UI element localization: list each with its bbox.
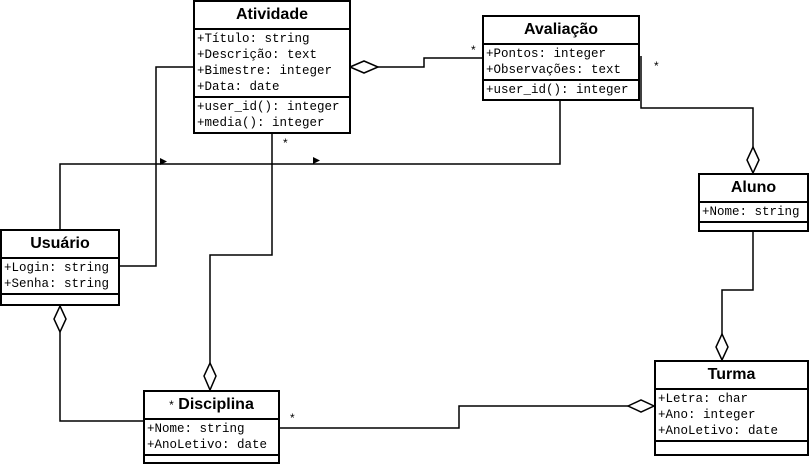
attributes-section: +Pontos: integer +Observações: text	[484, 45, 638, 79]
assoc-avaliacao-aluno	[640, 56, 754, 147]
methods-section	[700, 221, 807, 229]
aggregation-diamond-usuario	[53, 304, 67, 334]
attribute: +AnoLetivo: date	[147, 438, 268, 452]
aggregation-diamond-aluno	[746, 145, 760, 175]
attribute: +Nome: string	[702, 205, 800, 219]
class-name: Atividade	[195, 2, 349, 30]
assoc-usuario-atividade	[119, 66, 193, 267]
assoc-usuario-avaliacao	[59, 100, 561, 230]
class-atividade[interactable]: Atividade +Título: string +Descrição: te…	[193, 0, 351, 134]
methods-section: +user_id(): integer	[484, 79, 638, 99]
class-disciplina[interactable]: * Disciplina +Nome: string +AnoLetivo: d…	[143, 390, 280, 464]
attribute: +Senha: string	[4, 277, 110, 291]
class-usuario[interactable]: Usuário +Login: string +Senha: string	[0, 229, 120, 306]
attributes-section: +Letra: char +Ano: integer +AnoLetivo: d…	[656, 390, 807, 440]
assoc-usuario-disciplina	[59, 332, 143, 422]
class-name: Avaliação	[484, 17, 638, 45]
attribute: +Título: string	[197, 32, 310, 46]
method: +user_id(): integer	[197, 100, 340, 114]
methods-section: +user_id(): integer +media(): integer	[195, 96, 349, 132]
assoc-atividade-disciplina	[209, 134, 273, 363]
multiplicity-atividade-avaliacao: *	[471, 43, 476, 57]
attribute: +Observações: text	[486, 63, 622, 77]
attribute: +Descrição: text	[197, 48, 318, 62]
attributes-section: +Nome: string	[700, 203, 807, 221]
method: +media(): integer	[197, 116, 325, 130]
aggregation-diamond-turma-left	[626, 399, 656, 413]
attribute: +Login: string	[4, 261, 110, 275]
aggregation-diamond-disciplina	[203, 361, 217, 392]
methods-section	[145, 454, 278, 462]
methods-section	[656, 440, 807, 448]
assoc-atividade-avaliacao	[378, 57, 482, 68]
class-name: Turma	[656, 362, 807, 390]
class-aluno[interactable]: Aluno +Nome: string	[698, 173, 809, 232]
direction-arrow-2	[313, 157, 320, 164]
multiplicity-disciplina-usuario: *	[169, 398, 174, 412]
attributes-section: +Login: string +Senha: string	[2, 259, 118, 293]
attribute: +Pontos: integer	[486, 47, 607, 61]
multiplicity-avaliacao-aluno: *	[654, 59, 659, 73]
attributes-section: +Nome: string +AnoLetivo: date	[145, 420, 278, 454]
class-name: Aluno	[700, 175, 807, 203]
method: +user_id(): integer	[486, 83, 629, 97]
attribute: +Ano: integer	[658, 408, 756, 422]
assoc-aluno-turma	[721, 232, 754, 334]
methods-section	[2, 293, 118, 301]
aggregation-diamond-turma	[715, 332, 729, 362]
attribute: +Letra: char	[658, 392, 749, 406]
assoc-disciplina-turma	[279, 405, 628, 429]
multiplicity-disciplina-turma: *	[290, 411, 295, 425]
aggregation-diamond-atividade	[348, 60, 380, 74]
attribute: +AnoLetivo: date	[658, 424, 779, 438]
multiplicity-atividade-disciplina: *	[283, 136, 288, 150]
class-name-text: Disciplina	[178, 396, 254, 413]
attributes-section: +Título: string +Descrição: text +Bimest…	[195, 30, 349, 96]
attribute: +Bimestre: integer	[197, 64, 333, 78]
attribute: +Data: date	[197, 80, 280, 94]
direction-arrow-1	[160, 158, 167, 165]
attribute: +Nome: string	[147, 422, 245, 436]
class-avaliacao[interactable]: Avaliação +Pontos: integer +Observações:…	[482, 15, 640, 101]
class-turma[interactable]: Turma +Letra: char +Ano: integer +AnoLet…	[654, 360, 809, 456]
class-name: * Disciplina	[145, 392, 278, 420]
class-name: Usuário	[2, 231, 118, 259]
